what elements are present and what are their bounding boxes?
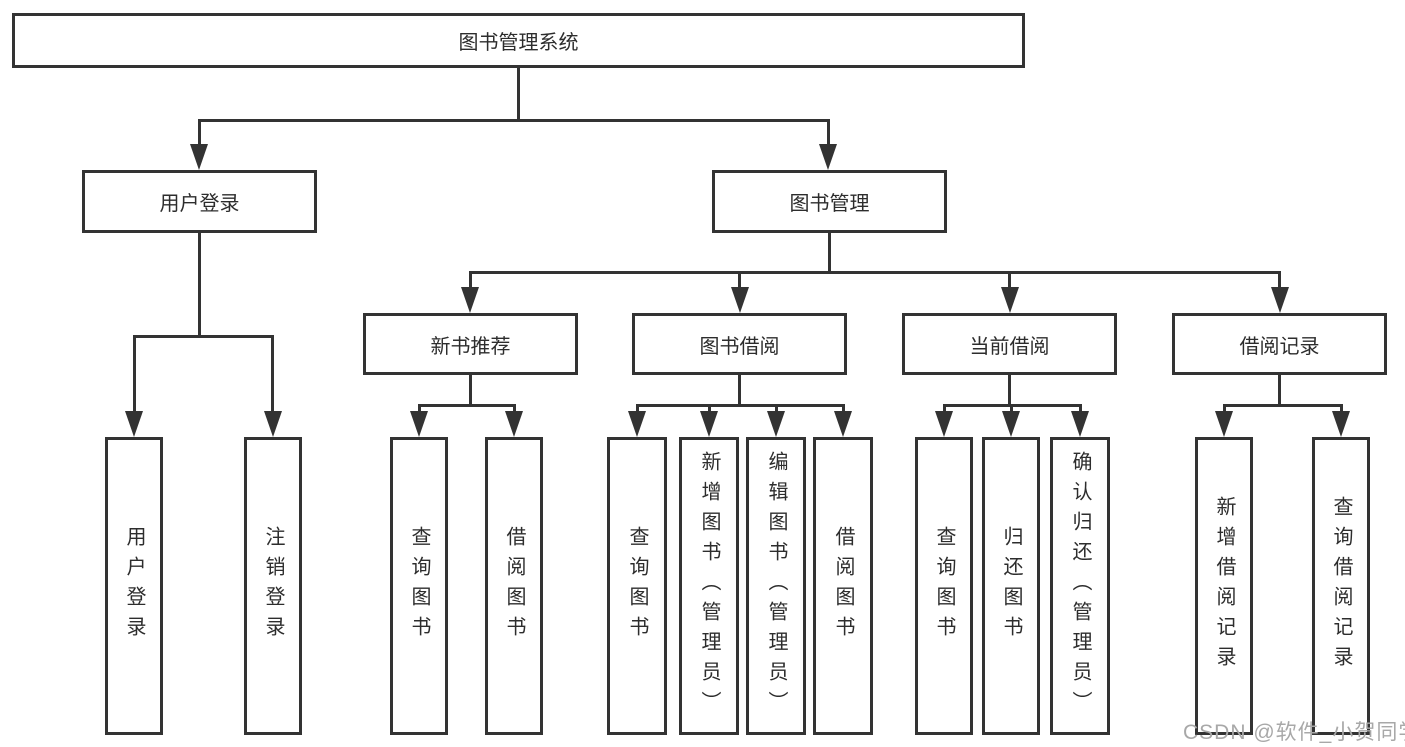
arrowhead-down-icon	[1002, 411, 1020, 437]
connector-current-borrow-stem	[1008, 375, 1011, 407]
leaf-label: 编辑图书（管理员）	[765, 451, 787, 721]
connector-drop-leaf	[133, 335, 136, 413]
leaf-label: 新增图书（管理员）	[698, 451, 720, 721]
connector-drop-leaf	[636, 404, 639, 413]
arrowhead-down-icon	[461, 287, 479, 313]
connector-book-management-rail	[469, 271, 1281, 274]
connector-drop-book-management	[827, 119, 830, 146]
node-user-login-label: 用户登录	[159, 193, 240, 215]
leaf-label: 用户登录	[123, 526, 145, 646]
leaf-label: 查询借阅记录	[1330, 496, 1352, 676]
leaf-user-login: 用户登录	[105, 437, 163, 735]
leaf-borrow-books: 借阅图书	[485, 437, 543, 735]
node-new-book-recommend: 新书推荐	[363, 313, 578, 375]
arrowhead-down-icon	[935, 411, 953, 437]
connector-drop-leaf	[775, 404, 778, 413]
node-book-management: 图书管理	[712, 170, 947, 233]
leaf-add-borrow-record: 新增借阅记录	[1195, 437, 1253, 735]
connector-user-login-stem	[198, 233, 201, 336]
leaf-label: 借阅图书	[832, 526, 854, 646]
node-user-login: 用户登录	[82, 170, 317, 233]
arrowhead-down-icon	[190, 144, 208, 170]
connector-drop-leaf	[842, 404, 845, 413]
leaf-add-books-admin: 新增图书（管理员）	[679, 437, 739, 735]
node-book-borrow: 图书借阅	[632, 313, 847, 375]
connector-new-book-rail	[418, 404, 516, 407]
arrowhead-down-icon	[125, 411, 143, 437]
node-new-book-recommend-label: 新书推荐	[430, 335, 511, 358]
connector-drop-leaf	[513, 404, 516, 413]
arrowhead-down-icon	[1071, 411, 1089, 437]
connector-drop-user-login	[198, 119, 201, 146]
connector-drop-leaf	[708, 404, 711, 413]
connector-drop-book-borrow	[738, 271, 741, 290]
arrowhead-down-icon	[1271, 287, 1289, 313]
leaf-return-books: 归还图书	[982, 437, 1040, 735]
leaf-borrow-books: 借阅图书	[813, 437, 873, 735]
connector-records-rail	[1223, 404, 1343, 407]
arrowhead-down-icon	[700, 411, 718, 437]
connector-user-login-rail	[133, 335, 274, 338]
connector-book-management-stem	[828, 233, 831, 273]
leaf-label: 查询图书	[408, 526, 430, 646]
csdn-watermark: CSDN @软件_小贺同学	[1183, 721, 1405, 744]
connector-drop-current-borrow	[1008, 271, 1011, 290]
leaf-label: 确认归还（管理员）	[1069, 451, 1091, 721]
node-current-borrow-label: 当前借阅	[969, 335, 1050, 358]
connector-drop-leaf	[1079, 404, 1082, 413]
connector-drop-leaf	[271, 335, 274, 413]
arrowhead-down-icon	[1332, 411, 1350, 437]
leaf-label: 借阅图书	[503, 526, 525, 646]
leaf-query-books: 查询图书	[607, 437, 667, 735]
connector-drop-new-book	[469, 271, 472, 290]
connector-drop-leaf	[943, 404, 946, 413]
connector-new-book-stem	[469, 375, 472, 407]
node-book-management-label: 图书管理	[789, 193, 870, 215]
leaf-label: 查询图书	[933, 526, 955, 646]
leaf-query-books: 查询图书	[390, 437, 448, 735]
node-book-borrow-label: 图书借阅	[699, 335, 780, 358]
connector-drop-records	[1278, 271, 1281, 290]
connector-drop-leaf	[1340, 404, 1343, 413]
arrowhead-down-icon	[410, 411, 428, 437]
node-borrow-records: 借阅记录	[1172, 313, 1387, 375]
arrowhead-down-icon	[731, 287, 749, 313]
leaf-label: 查询图书	[626, 526, 648, 646]
connector-root-rail	[198, 119, 830, 122]
leaf-label: 注销登录	[262, 526, 284, 646]
arrowhead-down-icon	[1215, 411, 1233, 437]
connector-root-stem	[517, 68, 520, 119]
node-current-borrow: 当前借阅	[902, 313, 1117, 375]
node-borrow-records-label: 借阅记录	[1239, 335, 1320, 358]
connector-drop-leaf	[1223, 404, 1226, 413]
arrowhead-down-icon	[834, 411, 852, 437]
leaf-query-borrow-record: 查询借阅记录	[1312, 437, 1370, 735]
leaf-query-books: 查询图书	[915, 437, 973, 735]
leaf-label: 新增借阅记录	[1213, 496, 1235, 676]
connector-book-borrow-rail	[636, 404, 845, 407]
arrowhead-down-icon	[505, 411, 523, 437]
leaf-confirm-return-admin: 确认归还（管理员）	[1050, 437, 1110, 735]
leaf-label: 归还图书	[1000, 526, 1022, 646]
arrowhead-down-icon	[1001, 287, 1019, 313]
connector-drop-leaf	[418, 404, 421, 413]
connector-drop-leaf	[1010, 404, 1013, 413]
node-root-label: 图书管理系统	[458, 32, 579, 54]
arrowhead-down-icon	[767, 411, 785, 437]
leaf-logout: 注销登录	[244, 437, 302, 735]
node-root: 图书管理系统	[12, 13, 1025, 68]
leaf-edit-books-admin: 编辑图书（管理员）	[746, 437, 806, 735]
connector-records-stem	[1278, 375, 1281, 407]
arrowhead-down-icon	[264, 411, 282, 437]
arrowhead-down-icon	[819, 144, 837, 170]
connector-book-borrow-stem	[738, 375, 741, 407]
arrowhead-down-icon	[628, 411, 646, 437]
